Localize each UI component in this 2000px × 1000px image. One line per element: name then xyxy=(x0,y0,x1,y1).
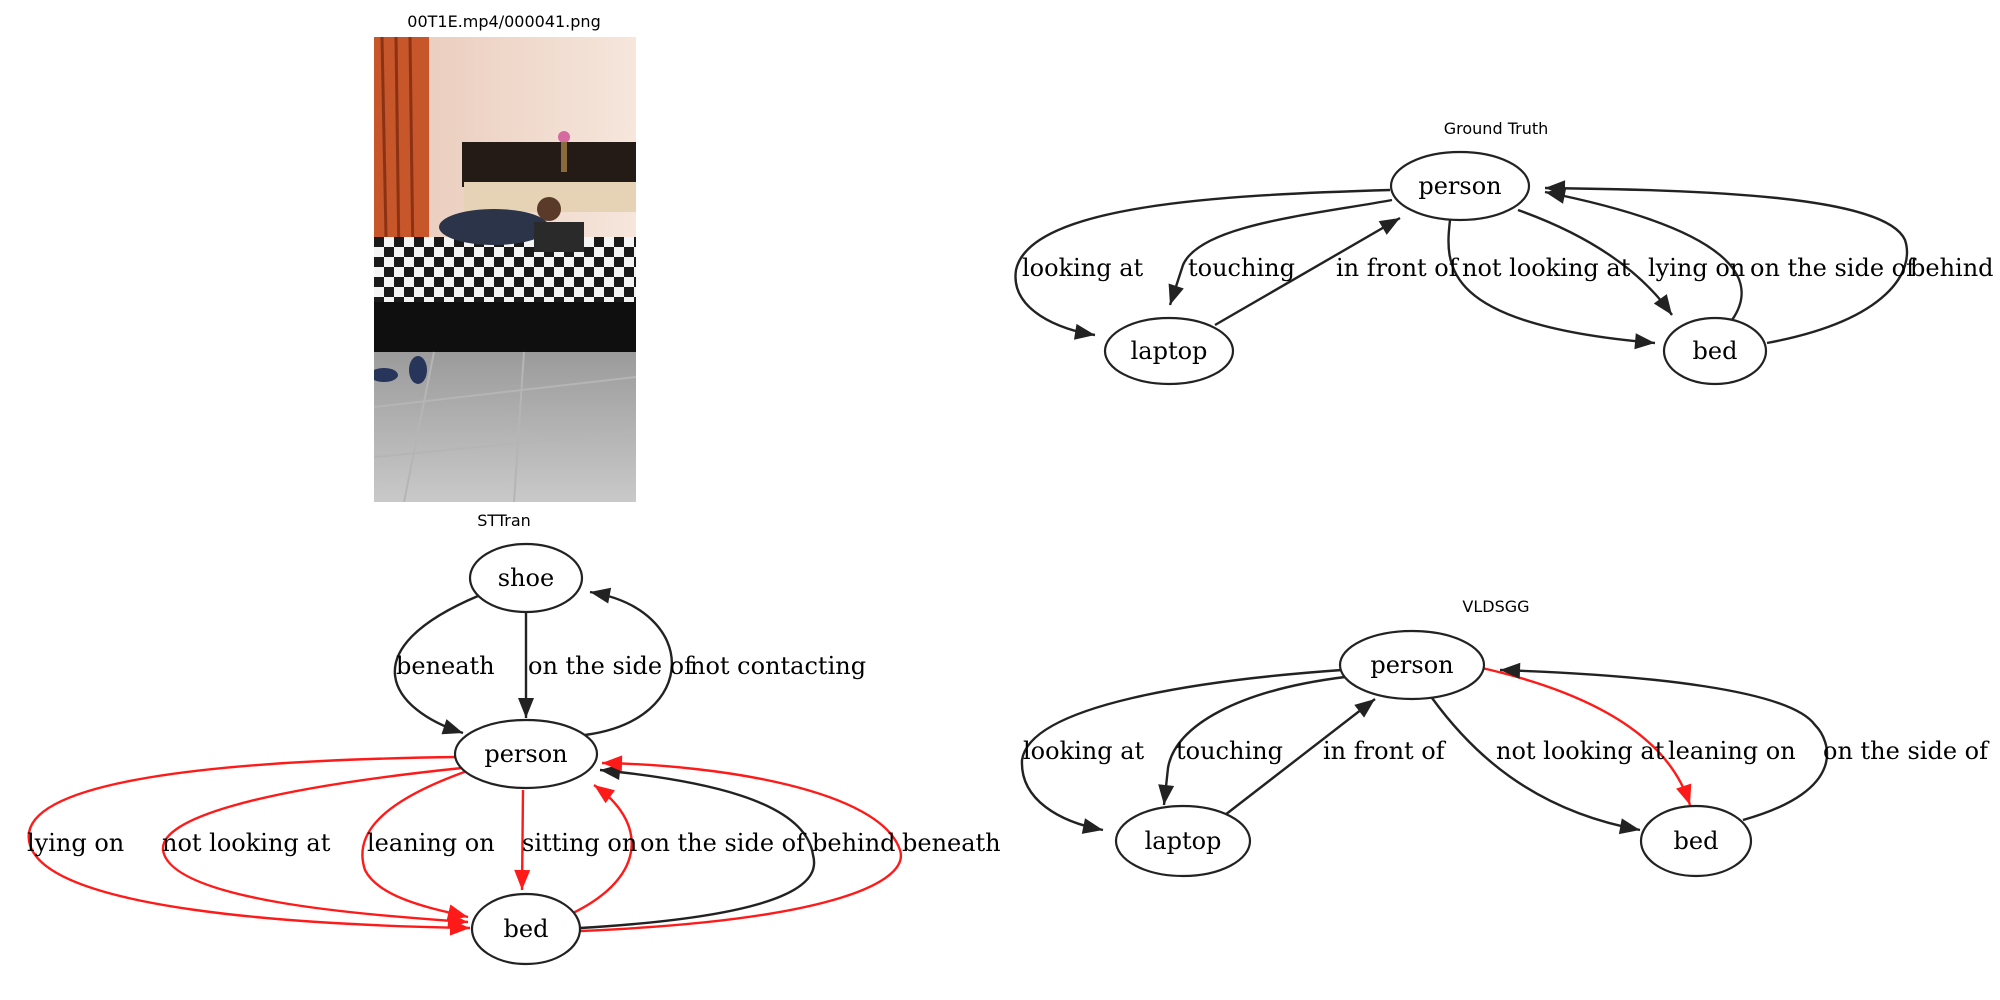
vldsgg-arrowhead-0 xyxy=(1081,818,1103,834)
image-panel-title: 00T1E.mp4/000041.png xyxy=(407,12,601,31)
sttran-title: STTran xyxy=(477,511,531,530)
gt-edge-on-the-side-of xyxy=(1544,190,1743,321)
sttran-arrowhead-9 xyxy=(602,755,623,772)
svg-text:person: person xyxy=(1370,651,1453,679)
sttran-edge-not-contacting xyxy=(584,590,673,737)
svg-text:bed: bed xyxy=(1674,827,1719,855)
sttran-arrowhead-6 xyxy=(514,869,531,890)
vldsgg-node-bed: bed xyxy=(1639,804,1753,878)
vldsgg-node-laptop: laptop xyxy=(1114,804,1252,878)
vldsgg-label-looking-at: looking at xyxy=(1023,737,1145,765)
gt-arrowhead-3 xyxy=(1634,333,1655,350)
sttran-edge-not-looking-at xyxy=(161,766,469,924)
vldsgg-arrowhead-4 xyxy=(1676,783,1692,805)
svg-text:person: person xyxy=(1418,172,1501,200)
sttran-arrowhead-7 xyxy=(594,785,615,804)
video-frame-image xyxy=(374,37,636,502)
vldsgg-node-person: person xyxy=(1338,629,1486,701)
sttran-arrowhead-0 xyxy=(441,719,463,735)
sttran-edge-on-the-side-of-bed xyxy=(572,784,633,915)
svg-text:person: person xyxy=(484,740,567,768)
gt-arrowhead-2 xyxy=(1378,218,1400,235)
sttran-edge-behind xyxy=(579,768,816,930)
sttran-edge-lying-on xyxy=(27,755,471,930)
sttran-label-not-looking-at: not looking at xyxy=(162,829,331,857)
gt-edge-lying-on xyxy=(1517,208,1673,316)
gt-node-person: person xyxy=(1389,150,1531,222)
gt-node-bed: bed xyxy=(1662,316,1768,386)
gt-label-lying-on: lying on xyxy=(1648,254,1745,282)
sttran-arrowhead-5 xyxy=(446,904,468,921)
vldsgg-edge-on-the-side-of xyxy=(1499,668,1829,822)
vldsgg-label-in-front-of: in front of xyxy=(1323,737,1447,765)
vldsgg-edge-looking-at xyxy=(1020,668,1343,832)
sttran-edge-leaning-on xyxy=(361,768,471,919)
gt-label-in-front-of: in front of xyxy=(1336,254,1460,282)
svg-text:shoe: shoe xyxy=(498,564,554,592)
svg-text:bed: bed xyxy=(1693,337,1738,365)
gt-arrowhead-0 xyxy=(1074,323,1095,340)
sttran-arrowhead-1 xyxy=(518,698,534,718)
gt-label-not-looking-at: not looking at xyxy=(1462,254,1631,282)
gt-edge-not-looking-at xyxy=(1447,219,1656,345)
gt-edge-in-front-of xyxy=(1214,216,1401,327)
svg-text:bed: bed xyxy=(504,915,549,943)
svg-text:laptop: laptop xyxy=(1131,337,1208,365)
gt-node-laptop: laptop xyxy=(1103,316,1235,386)
gt-label-behind: behind xyxy=(1910,254,1994,282)
svg-text:laptop: laptop xyxy=(1145,827,1222,855)
vldsgg-edge-touching xyxy=(1162,675,1346,806)
sttran-edge-beneath xyxy=(393,594,479,735)
sttran-node-person: person xyxy=(453,718,599,790)
vldsgg-label-on-the-side-of: on the side of xyxy=(1823,737,1990,765)
vldsgg-label-touching: touching xyxy=(1176,737,1283,765)
sttran-label-on-the-side-of-bed: on the side of xyxy=(640,829,807,857)
vldsgg-label-leaning-on: leaning on xyxy=(1668,737,1796,765)
sttran-label-leaning-on: leaning on xyxy=(367,829,495,857)
sttran-label-beneath-bed: beneath xyxy=(902,829,1001,857)
vldsgg-edge-leaning-on xyxy=(1481,666,1692,806)
vldsgg-arrowhead-5 xyxy=(1500,662,1521,679)
gt-edge-looking-at xyxy=(1014,188,1391,337)
gt-edge-behind xyxy=(1544,186,1909,345)
vldsgg-label-not-looking-at: not looking at xyxy=(1496,737,1665,765)
sttran-label-on-the-side-of-shoe: on the side of xyxy=(528,652,695,680)
sttran-arrowhead-2 xyxy=(590,587,612,604)
gt-label-looking-at: looking at xyxy=(1022,254,1144,282)
sttran-label-sitting-on: sitting on xyxy=(522,829,637,857)
sttran-label-lying-on: lying on xyxy=(27,829,124,857)
vldsgg-arrowhead-2 xyxy=(1354,699,1375,718)
gt-label-on-the-side-of: on the side of xyxy=(1750,254,1917,282)
ground-truth-title: Ground Truth xyxy=(1443,119,1549,138)
gt-arrowhead-1 xyxy=(1168,283,1184,305)
vldsgg-edge-not-looking-at xyxy=(1431,697,1641,832)
sttran-node-bed: bed xyxy=(470,892,582,966)
gt-label-touching: touching xyxy=(1188,254,1295,282)
gt-edge-touching xyxy=(1168,198,1393,306)
sttran-label-not-contacting: not contacting xyxy=(690,652,866,680)
sttran-label-behind: behind xyxy=(812,829,896,857)
sttran-node-shoe: shoe xyxy=(468,542,584,614)
gt-arrowhead-4 xyxy=(1653,294,1672,315)
gt-arrowhead-6 xyxy=(1545,180,1566,197)
vldsgg-arrowhead-3 xyxy=(1618,818,1640,835)
sttran-edge-beneath-bed xyxy=(579,761,903,933)
sttran-label-beneath: beneath xyxy=(396,652,495,680)
vldsgg-title: VLDSGG xyxy=(1462,597,1530,616)
vldsgg-arrowhead-1 xyxy=(1158,784,1175,805)
vldsgg-edge-in-front-of xyxy=(1224,698,1376,816)
